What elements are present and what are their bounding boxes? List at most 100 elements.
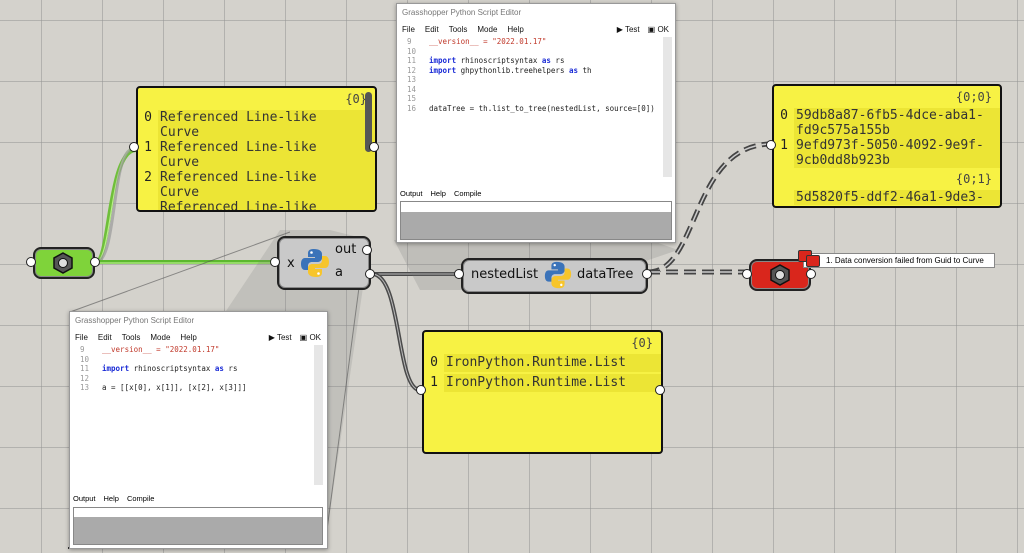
tab-compile[interactable]: Compile [126,494,155,503]
output-a-label: a [335,265,343,280]
panel-guids-input-grip[interactable] [766,140,776,150]
error-param-input-grip[interactable] [742,269,752,279]
item-value: 59db8a87-6fb5-4dce-aba1- fd9c575a155b [794,108,1000,138]
script-editor-window-bottom[interactable]: Grasshopper Python Script Editor File Ed… [69,311,328,549]
panel-branch-header: {0} [345,92,367,106]
input-x-label: x [287,256,295,271]
panel-curves[interactable]: {0} 0 Referenced Line-like Curve 1 Refer… [136,86,377,212]
item-value: Referenced Line-like [158,200,375,210]
menu-help[interactable]: Help [180,333,197,342]
console-body [401,212,671,239]
input-nestedlist-label: nestedList [471,267,539,282]
tab-output[interactable]: Output [73,494,96,503]
item-value: Referenced Line-like Curve [158,110,375,140]
list-item: 5d5820f5-ddf2-46a1-9de3- [774,190,1000,205]
tab-compile[interactable]: Compile [453,189,482,198]
curve-param-output-grip[interactable] [90,257,100,267]
test-button[interactable]: ▶ Test [617,22,640,38]
editor-menu-bar: File Edit Tools Mode Help ▶ Test ▣ OK [397,22,675,38]
output-datatree-label: dataTree [577,267,634,282]
ok-icon: ▣ [299,333,308,342]
error-param-output-grip[interactable] [806,269,816,279]
panel-lists-output-grip[interactable] [655,385,665,395]
editor-scrollbar[interactable] [663,37,672,177]
curve-param-input-grip[interactable] [26,257,36,267]
panel-curves-output-grip[interactable] [369,142,379,152]
code-line: 14 [407,84,417,94]
hexagon-icon [770,264,790,286]
wire-curve-to-panel [94,148,137,264]
item-index [774,190,794,205]
output-console[interactable] [73,507,323,545]
tab-help[interactable]: Help [430,189,446,198]
panel-guids[interactable]: {0;0} 0 59db8a87-6fb5-4dce-aba1- fd9c575… [772,84,1002,208]
panel-branch-header: {0;0} [955,90,992,104]
code-line: 10 [407,46,417,56]
menu-help[interactable]: Help [507,25,524,34]
list-item: 0 59db8a87-6fb5-4dce-aba1- fd9c575a155b [774,108,1000,138]
menu-edit[interactable]: Edit [424,25,439,34]
ok-button[interactable]: ▣ OK [300,330,321,346]
menu-file[interactable]: File [75,333,88,342]
menu-edit[interactable]: Edit [97,333,112,342]
code-line: 15 [407,94,417,103]
code-line: 9__version__ = "2022.01.17" [407,37,547,46]
menu-tools[interactable]: Tools [448,25,468,34]
item-value: Referenced Line-like Curve [158,170,375,200]
ok-label: OK [657,25,669,34]
menu-file[interactable]: File [402,25,415,34]
item-index: 0 [144,110,152,125]
list-item: 0 IronPython.Runtime.List [424,354,661,372]
error-curve-param[interactable] [749,259,811,291]
menu-mode[interactable]: Mode [150,333,171,342]
editor-scrollbar[interactable] [314,345,323,485]
output-console[interactable] [400,201,672,240]
code-line: 13 [407,75,417,84]
code-line: 12 [80,373,90,383]
output-out-label: out [335,242,357,257]
code-line: 10 [80,354,90,364]
test-button[interactable]: ▶ Test [269,330,292,346]
python2-output-grip[interactable] [642,269,652,279]
item-value: Referenced Line-like Curve [158,140,375,170]
error-message: 1. Data conversion failed from Guid to C… [826,256,984,265]
item-index [138,200,158,210]
play-icon: ▶ [268,333,275,342]
menu-mode[interactable]: Mode [477,25,498,34]
ok-button[interactable]: ▣ OK [648,22,669,38]
curve-param[interactable] [33,247,95,279]
item-index: 0 [430,355,438,370]
menu-tools[interactable]: Tools [121,333,141,342]
panel-curves-input-grip[interactable] [129,142,139,152]
panel-lists-input-grip[interactable] [416,385,426,395]
output-tabs: Output Help Compile [400,189,481,198]
list-item: 0 Referenced Line-like Curve [138,110,375,140]
panel-lists[interactable]: {0} 0 IronPython.Runtime.List 1 IronPyth… [422,330,663,454]
test-label: Test [276,333,292,342]
item-index: 1 [144,140,152,155]
panel-branch-header: {0;1} [955,172,992,186]
tab-output[interactable]: Output [400,189,423,198]
python-component-2[interactable]: nestedList dataTree [461,258,648,294]
python1-input-x-grip[interactable] [270,257,280,267]
panel-scrollbar[interactable] [365,92,372,152]
tab-help[interactable]: Help [103,494,119,503]
test-label: Test [624,25,640,34]
ok-icon: ▣ [647,25,656,34]
editor-title: Grasshopper Python Script Editor [402,8,522,17]
error-tooltip: 1. Data conversion failed from Guid to C… [798,250,995,268]
python2-input-grip[interactable] [454,269,464,279]
python1-output-a-grip[interactable] [365,269,375,279]
script-editor-window-top[interactable]: Grasshopper Python Script Editor File Ed… [396,3,676,243]
ok-label: OK [309,333,321,342]
python-component-1[interactable]: x out a [277,236,371,290]
hexagon-icon [53,252,73,274]
python1-output-out-grip[interactable] [362,245,372,255]
panel-branch-header: {0} [631,336,653,350]
output-tabs: Output Help Compile [73,494,154,503]
